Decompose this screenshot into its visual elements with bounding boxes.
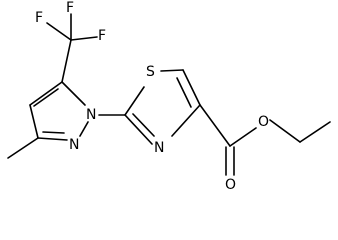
atom-label-n-thiazole: N xyxy=(154,140,164,156)
trifluoromethyl-group: F F F xyxy=(35,0,106,83)
bond-cf3-to-pyrazole-c5 xyxy=(61,39,72,83)
atom-label-n-pyrazole-1: N xyxy=(86,107,96,123)
atom-label-f-right: F xyxy=(98,28,106,44)
bond-pyrazole-n1-c5 xyxy=(61,81,86,106)
atom-label-o-ether: O xyxy=(258,114,269,130)
bond-thiazole-n3-c2-inner xyxy=(132,113,155,137)
atom-label-n-pyrazole-2: N xyxy=(69,137,79,153)
bond-thiazole-c5-c4 xyxy=(182,69,201,106)
atom-label-f-top: F xyxy=(66,0,74,16)
bond-pyrazole-c5-c4 xyxy=(29,81,63,106)
ethyl-ester-group: O O xyxy=(199,104,331,193)
bond-carbonyl-c-to-ether-o xyxy=(229,127,257,147)
bond-c-to-f-left xyxy=(46,22,72,41)
bond-pyrazole-c3-n2-inner xyxy=(42,131,65,134)
bond-thiazole-s1-c5 xyxy=(160,69,184,72)
bond-thiazole-c4-to-carbonyl-c xyxy=(199,104,231,147)
pyrazole-ring: N N xyxy=(7,81,96,159)
bond-pyrazole-c5-c4-inner xyxy=(33,88,59,107)
atom-label-f-left: F xyxy=(35,10,43,26)
bond-pyrazole-c4-c3 xyxy=(29,104,39,139)
thiazole-ring: S N xyxy=(124,64,201,156)
atom-label-o-carbonyl: O xyxy=(225,177,236,193)
bond-pyrazole-c3-n2 xyxy=(37,137,68,141)
bond-ch2-to-ch3 xyxy=(299,121,331,143)
chemical-structure-diagram: F F F N N S N xyxy=(7,0,331,193)
bond-pyrazole-n2-n1 xyxy=(79,121,89,137)
bond-ether-o-to-ch2 xyxy=(269,119,301,143)
bond-pyrazole-c3-methyl xyxy=(7,137,39,159)
bond-thiazole-c4-n3 xyxy=(171,104,201,137)
bond-c-to-f-right xyxy=(70,36,98,41)
bond-thiazole-c2-s1 xyxy=(124,86,145,116)
atom-label-s-thiazole: S xyxy=(146,64,155,80)
bond-thiazole-n3-c2 xyxy=(124,114,153,145)
bond-thiazole-c5-c4-inner xyxy=(176,77,192,108)
